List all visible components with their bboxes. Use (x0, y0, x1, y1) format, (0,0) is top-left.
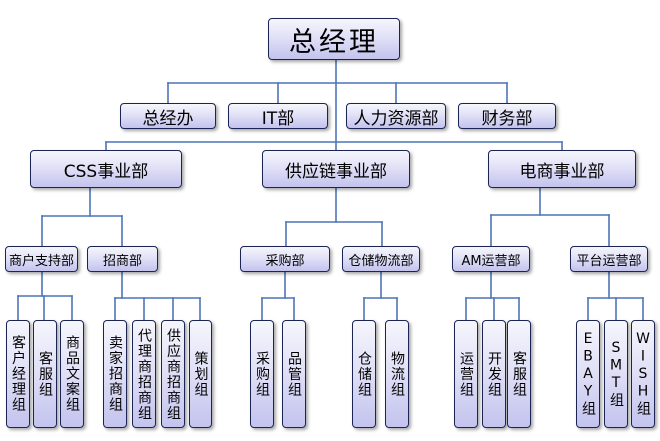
org-node-logistics-group: 物流组 (385, 320, 409, 428)
org-node-customer-service-group: 客服组 (507, 320, 531, 428)
node-label: 供应商招商组 (165, 327, 181, 421)
org-node-ecommerce-division: 电商事业部 (488, 150, 636, 188)
node-label: 客服组 (37, 350, 53, 398)
org-node-supply-chain-division: 供应链事业部 (262, 150, 410, 188)
org-node-warehouse-group: 仓储组 (352, 320, 376, 428)
node-label: 供应链事业部 (285, 161, 387, 182)
node-label: 仓储物流部 (348, 253, 414, 269)
node-label: 平台运营部 (576, 253, 642, 269)
node-label: AM运营部 (461, 253, 521, 269)
org-node-operations-group: 运营组 (454, 320, 478, 428)
org-node-customer-service-group: 客服组 (33, 320, 57, 428)
node-label: 总经办 (142, 108, 194, 129)
node-label: 招商部 (102, 253, 142, 269)
node-label: IT部 (261, 108, 295, 129)
node-label: 商品文案组 (64, 335, 80, 413)
org-node-quality-control-group: 品管组 (282, 320, 306, 428)
org-node-development-group: 开发组 (482, 320, 506, 428)
node-label: 人力资源部 (353, 108, 439, 129)
org-node-planning-group: 策划组 (189, 320, 212, 428)
org-node-ebay-group: EBAY组 (576, 320, 600, 428)
org-node-merchant-support-dept: 商户支持部 (5, 246, 78, 272)
org-node-am-operations-dept: AM运营部 (452, 246, 530, 272)
node-label: SMT组 (608, 340, 624, 408)
org-node-product-copy-group: 商品文案组 (60, 320, 84, 428)
node-label: CSS事业部 (63, 161, 149, 182)
node-label: 策划组 (192, 350, 209, 398)
node-label: 物流组 (389, 350, 405, 398)
node-label: 采购部 (265, 253, 305, 269)
node-label: 运营组 (458, 350, 474, 398)
org-node-wish-group: WISH组 (631, 320, 655, 428)
node-label: EBAY组 (580, 331, 596, 417)
node-label: 卖家招商组 (107, 335, 123, 413)
node-label: 代理商招商组 (136, 327, 152, 421)
org-node-smt-group: SMT组 (604, 320, 628, 428)
org-node-purchasing-dept: 采购部 (240, 246, 330, 272)
node-label: 客服组 (511, 350, 527, 398)
org-node-account-manager-group: 客户经理组 (6, 320, 30, 428)
node-label: 商户支持部 (8, 253, 74, 269)
node-label: 客户经理组 (10, 335, 26, 413)
org-node-agent-recruitment-group: 代理商招商组 (132, 320, 156, 428)
org-node-warehouse-logistics-dept: 仓储物流部 (342, 246, 420, 272)
org-node-purchasing-group: 采购组 (250, 320, 274, 428)
org-node-hr-dept: 人力资源部 (346, 103, 446, 129)
node-label: 总经理 (289, 26, 379, 58)
org-node-general-office: 总经办 (120, 103, 216, 129)
node-label: 采购组 (254, 350, 270, 398)
node-label: 财务部 (481, 108, 533, 129)
org-node-platform-operations-dept: 平台运营部 (570, 246, 648, 272)
org-node-seller-recruitment-group: 卖家招商组 (103, 320, 127, 428)
org-node-css-division: CSS事业部 (30, 150, 182, 188)
node-label: WISH组 (635, 331, 651, 417)
org-node-it-dept: IT部 (228, 103, 328, 129)
org-node-finance-dept: 财务部 (458, 103, 556, 129)
node-label: 仓储组 (356, 350, 372, 398)
org-node-recruitment-dept: 招商部 (87, 246, 158, 272)
node-label: 电商事业部 (519, 161, 605, 182)
org-node-supplier-recruitment-group: 供应商招商组 (161, 320, 185, 428)
node-label: 品管组 (286, 350, 302, 398)
node-label: 开发组 (486, 350, 502, 398)
org-node-general-manager: 总经理 (268, 18, 400, 60)
